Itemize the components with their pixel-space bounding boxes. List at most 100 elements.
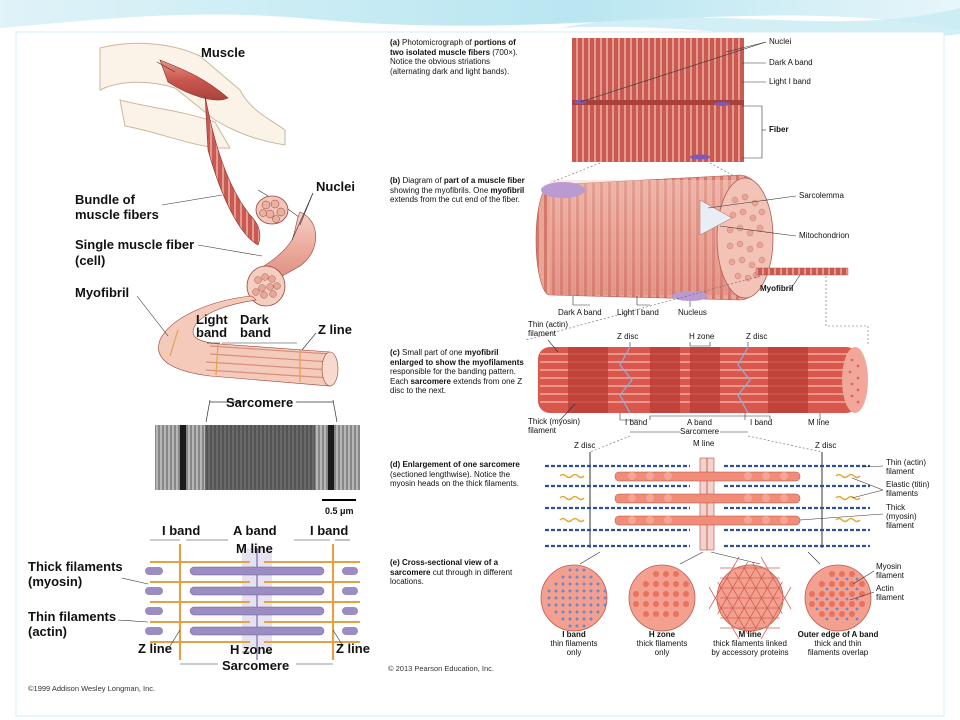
mline-link — [743, 566, 775, 620]
x2-title: H zone — [648, 630, 676, 639]
actin-dot — [575, 575, 579, 579]
label-z-line-left: Z line — [138, 641, 172, 656]
actin-dot — [575, 568, 579, 572]
mline-link — [760, 556, 792, 610]
myosin-dot — [819, 591, 825, 597]
mline-link — [760, 586, 792, 640]
b-label-light: Light I band — [617, 308, 659, 317]
myosin-dot — [809, 601, 815, 607]
c-label-hzone: H zone — [689, 332, 715, 341]
right-copyright: © 2013 Pearson Education, Inc. — [388, 664, 495, 673]
x2-sub-1: thick filaments — [636, 639, 688, 648]
label-thick-filaments-1: Thick filaments — [28, 559, 123, 574]
actin-dot — [582, 624, 586, 628]
label-nuclei: Nuclei — [316, 179, 356, 194]
actin-dot — [589, 596, 593, 600]
actin-dot — [561, 617, 565, 621]
actin-dot — [815, 597, 819, 601]
x4-sub-2: filaments overlap — [807, 648, 869, 657]
arm-illustration — [99, 42, 286, 149]
actin-dot — [589, 582, 593, 586]
mline-link — [717, 581, 749, 635]
myosin-dot — [673, 611, 679, 617]
myosin-dot — [653, 601, 659, 607]
mline-link — [743, 576, 775, 630]
actin-dot — [582, 582, 586, 586]
x1-sub-1: thin filaments — [550, 639, 598, 648]
actin-dot — [554, 596, 558, 600]
e-label-actin-1: Actin — [876, 584, 894, 593]
label-thin-filaments-2: (actin) — [28, 624, 67, 639]
actin-dot — [568, 603, 572, 607]
myosin-dot — [663, 581, 669, 587]
actin-dot — [568, 617, 572, 621]
myosin-dot — [653, 581, 659, 587]
thin-actin-filaments — [545, 464, 870, 548]
b-label-nucleus: Nucleus — [678, 308, 707, 317]
myosin-dot — [839, 611, 845, 617]
mline-link — [708, 586, 740, 640]
c-label-zdisc-1: Z disc — [617, 332, 639, 341]
actin-dot — [603, 603, 607, 607]
c-label-thin-1: Thin (actin) — [528, 320, 569, 329]
actin-dot — [589, 589, 593, 593]
caption-b-text3: extends from the cut end of the fiber. — [390, 195, 520, 205]
actin-dot — [855, 587, 859, 591]
d-label-thin-1: Thin (actin) — [886, 458, 927, 467]
myosin-dot — [849, 601, 855, 607]
actin-dot — [845, 577, 849, 581]
myosin-dot — [673, 571, 679, 577]
actin-dot — [825, 597, 829, 601]
actin-dot — [575, 589, 579, 593]
myosin-dot — [683, 581, 689, 587]
actin-dot — [845, 587, 849, 591]
actin-dot — [835, 577, 839, 581]
actin-dot — [603, 589, 607, 593]
actin-dot — [568, 582, 572, 586]
left-copyright: ©1999 Addison Wesley Longman, Inc. — [28, 684, 156, 693]
x3-title: M line — [738, 630, 762, 639]
caption-b-text1: Diagram of — [402, 176, 444, 185]
caption-c-text3: extends from one Z disc to the next. — [390, 376, 523, 396]
myosin-dot — [633, 601, 639, 607]
myosin-dot — [829, 591, 835, 597]
actin-dot — [596, 610, 600, 614]
label-light-band-2: band — [196, 325, 228, 340]
a-label-fiber: Fiber — [769, 125, 789, 134]
label-muscle: Muscle — [201, 45, 246, 60]
actin-dot — [582, 596, 586, 600]
cross-sections — [540, 556, 875, 640]
b-label-mito: Mitochondrion — [799, 231, 850, 240]
myosin-dot — [839, 591, 845, 597]
myosin-dot — [819, 581, 825, 587]
caption-b: (b) Diagram of part of a muscle fiber sh… — [390, 176, 530, 205]
actin-dot — [547, 589, 551, 593]
photomicrograph-panel — [551, 38, 767, 183]
label-sarcomere: Sarcomere — [226, 395, 294, 410]
c-label-zdisc-2: Z disc — [746, 332, 768, 341]
caption-d-text1: (sectioned lengthwise). Notice the myosi… — [390, 469, 519, 489]
caption-a-tag: (a) — [390, 38, 400, 47]
caption-e: (e) Cross-sectional view of a sarcomere … — [390, 558, 530, 587]
caption-e-tag: (e) — [390, 558, 400, 567]
caption-c-bold2: sarcomere — [410, 376, 451, 386]
caption-e-bold1: Cross-sectional view of a sarcomere — [390, 558, 499, 577]
myosin-dot — [839, 581, 845, 587]
actin-dot — [596, 589, 600, 593]
label-i-band-1: I band — [162, 523, 201, 538]
mline-link — [717, 561, 749, 615]
caption-b-bold2: myofibril — [490, 185, 525, 195]
myosin-dot — [829, 611, 835, 617]
actin-dot — [568, 624, 572, 628]
mline-link — [725, 566, 757, 620]
label-thin-filaments-1: Thin filaments — [28, 609, 117, 624]
actin-dot — [554, 582, 558, 586]
c-label-iband-1: I band — [625, 418, 648, 427]
d-label-zdisc-2: Z disc — [815, 441, 837, 450]
actin-dot — [845, 607, 849, 611]
actin-dot — [596, 603, 600, 607]
label-i-band-2: I band — [310, 523, 349, 538]
d-label-thick-1: Thick — [886, 503, 906, 512]
myosin-dot — [643, 611, 649, 617]
caption-a-text1: Photomicrograph of — [402, 38, 475, 47]
